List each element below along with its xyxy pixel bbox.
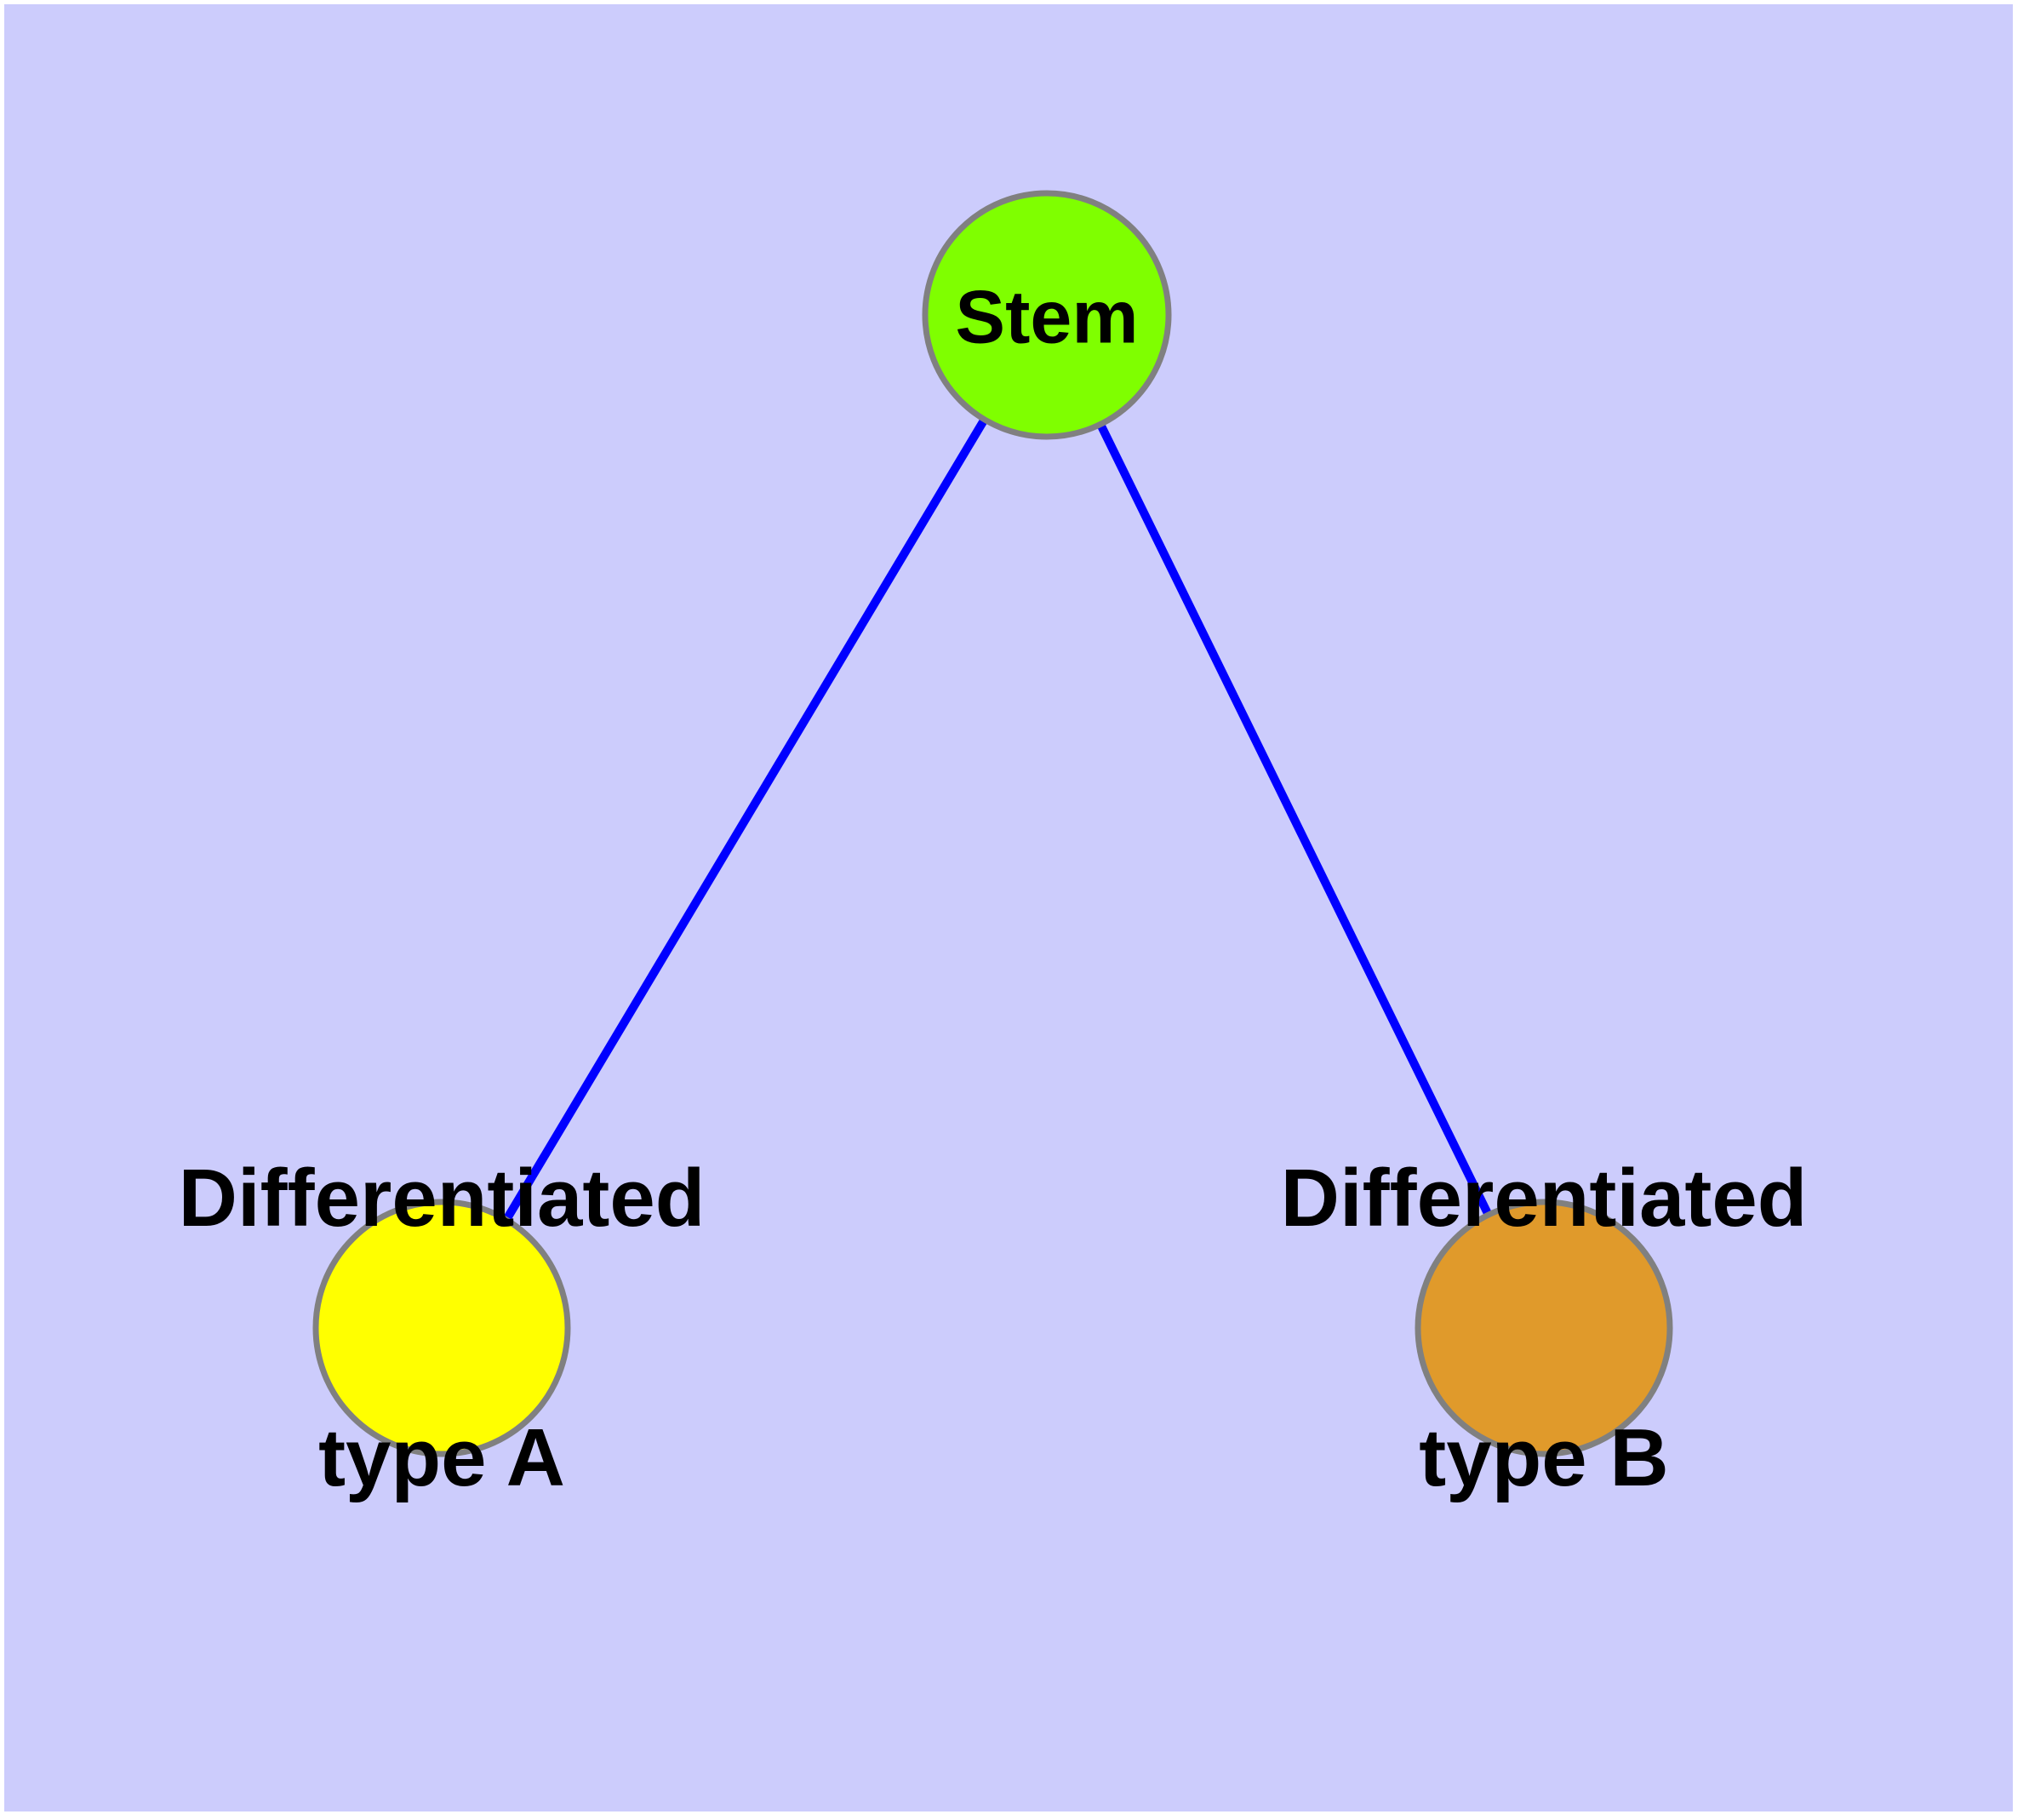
edge-layer bbox=[437, 312, 1548, 1331]
node-differentiated-type-a[interactable] bbox=[312, 1199, 571, 1457]
node-differentiated-type-b[interactable] bbox=[1415, 1199, 1673, 1457]
node-layer bbox=[312, 190, 1673, 1457]
edge-stem-to-differentiated-type-b bbox=[1043, 312, 1548, 1331]
edge-stem-to-differentiated-type-a bbox=[437, 312, 1051, 1331]
node-stem[interactable] bbox=[922, 190, 1172, 440]
